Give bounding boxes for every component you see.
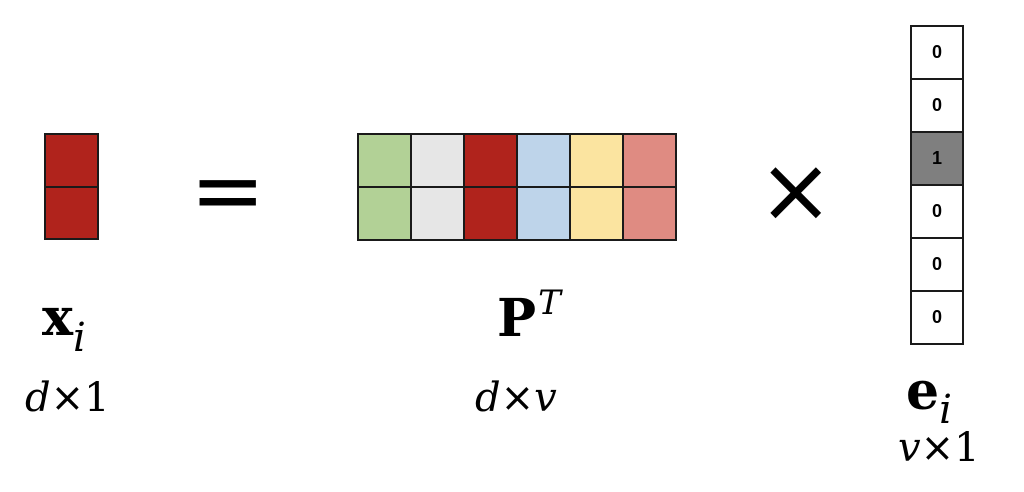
p-cell-r0-c4 (569, 133, 624, 188)
p-cell-r0-c5 (622, 133, 677, 188)
p-cell-r1-c0 (357, 186, 412, 241)
x-label-main: x (42, 287, 74, 348)
x-dim-right: 1 (84, 375, 110, 421)
p-dim-times: × (500, 375, 535, 421)
p-cell-r1-c2 (463, 186, 518, 241)
e-cell-2: 1 (910, 131, 964, 186)
p-dims: d×v (475, 378, 557, 418)
e-label-main: e (906, 361, 940, 422)
p-label: PT (497, 286, 561, 345)
x-cell-1 (44, 186, 99, 240)
x-dims: d×1 (25, 378, 110, 418)
p-cell-r0-c1 (410, 133, 465, 188)
e-dim-times: × (920, 425, 955, 471)
p-label-sup: T (538, 283, 561, 323)
x-label: xi (42, 292, 86, 359)
p-cell-r0-c3 (516, 133, 571, 188)
p-cell-r1-c4 (569, 186, 624, 241)
e-label: ei (906, 366, 952, 431)
p-cell-r1-c5 (622, 186, 677, 241)
equals-sign: = (190, 138, 266, 243)
times-sign: × (758, 138, 834, 243)
p-cell-r1-c1 (410, 186, 465, 241)
e-cell-3: 0 (910, 184, 964, 239)
x-label-sub: i (73, 315, 86, 361)
e-dims: v×1 (898, 428, 980, 468)
e-cell-4: 0 (910, 237, 964, 292)
e-cell-1: 0 (910, 78, 964, 133)
p-dim-left: d (475, 375, 501, 421)
p-cell-r1-c3 (516, 186, 571, 241)
p-dim-right: v (534, 375, 557, 421)
p-cell-r0-c2 (463, 133, 518, 188)
e-cell-5: 0 (910, 290, 964, 345)
e-cell-0: 0 (910, 25, 964, 80)
x-dim-times: × (50, 375, 85, 421)
e-dim-right: 1 (954, 425, 980, 471)
e-dim-left: v (898, 425, 921, 471)
x-dim-left: d (25, 375, 51, 421)
p-cell-r0-c0 (357, 133, 412, 188)
e-label-sub: i (939, 387, 952, 433)
x-cell-0 (44, 133, 99, 188)
p-label-main: P (497, 288, 537, 349)
